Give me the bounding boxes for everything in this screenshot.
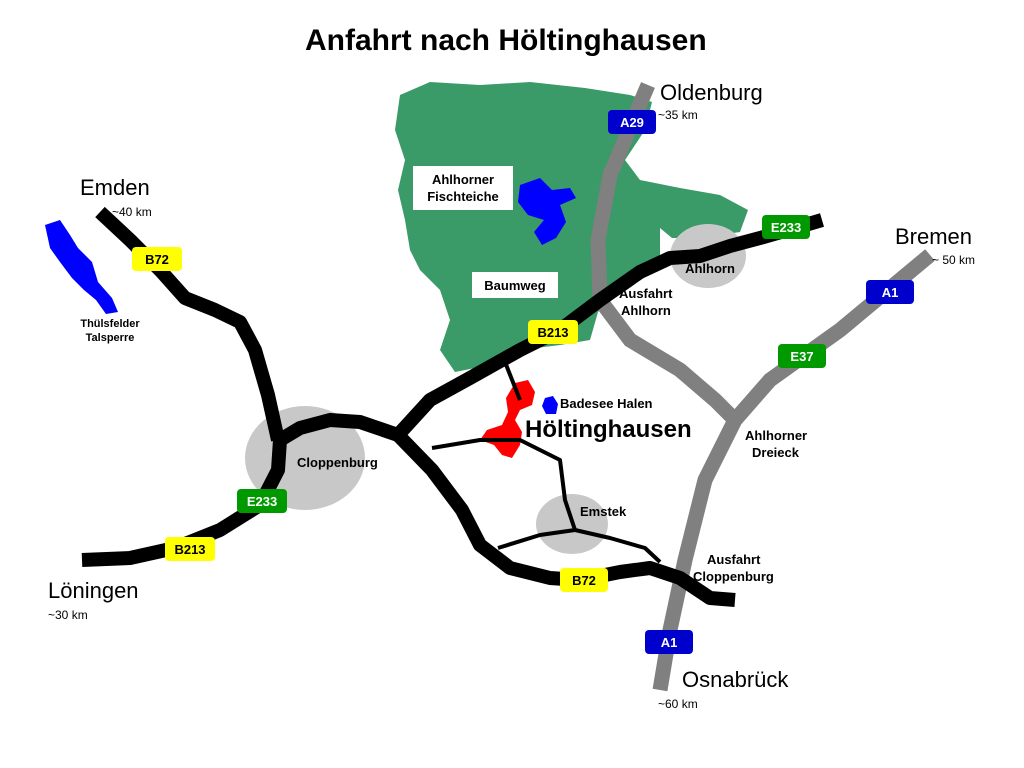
forest-area <box>395 82 748 372</box>
distance-oldenburg: ~35 km <box>658 108 698 122</box>
shield-e37: E37 <box>778 344 826 368</box>
baumweg-label-box <box>472 272 558 298</box>
svg-text:B72: B72 <box>572 573 596 588</box>
shield-b213-mid: B213 <box>528 320 578 344</box>
distance-bremen: ~ 50 km <box>932 253 975 267</box>
label-hoeltinghausen: Höltinghausen <box>525 416 692 443</box>
destination-bremen: Bremen <box>895 224 972 249</box>
destination-oldenburg: Oldenburg <box>660 80 763 105</box>
fischteiche-label-box <box>413 166 513 210</box>
motorway-a29 <box>590 82 741 426</box>
svg-text:A29: A29 <box>620 115 644 130</box>
label-ahlhorner-fischteiche-2: Fischteiche <box>427 189 499 204</box>
fischteiche-water <box>518 178 576 245</box>
distance-loeningen: ~30 km <box>48 608 88 622</box>
shield-e233-top: E233 <box>762 215 810 239</box>
svg-text:E233: E233 <box>771 220 801 235</box>
destination-loeningen: Löningen <box>48 578 139 603</box>
svg-text:A1: A1 <box>882 285 899 300</box>
svg-text:B213: B213 <box>174 542 205 557</box>
shield-e233-left: E233 <box>237 489 287 513</box>
map-title: Anfahrt nach Höltinghausen <box>305 24 707 57</box>
label-thuelsfelder-1: Thülsfelder <box>80 318 140 330</box>
label-ahlhorner-dreieck-1: Ahlhorner <box>745 428 807 443</box>
thuelsfelder-talsperre-water <box>45 220 118 314</box>
label-ausfahrt-cloppenburg-2: Cloppenburg <box>693 569 774 584</box>
road-e233-b213-main <box>81 213 824 567</box>
label-ausfahrt-cloppenburg-1: Ausfahrt <box>707 552 761 567</box>
motorway-a1 <box>652 249 935 692</box>
label-thuelsfelder-2: Talsperre <box>86 332 135 344</box>
distance-emden: ~40 km <box>112 205 152 219</box>
svg-text:E37: E37 <box>790 349 813 364</box>
label-cloppenburg: Cloppenburg <box>297 455 378 470</box>
destination-osnabrueck: Osnabrück <box>682 667 789 692</box>
label-ahlhorner-fischteiche-1: Ahlhorner <box>432 172 494 187</box>
shield-a1-bottom: A1 <box>645 630 693 654</box>
label-ahlhorner-dreieck-2: Dreieck <box>752 445 800 460</box>
label-emstek: Emstek <box>580 504 627 519</box>
label-ausfahrt-ahlhorn-2: Ahlhorn <box>621 303 671 318</box>
shield-a1-top: A1 <box>866 280 914 304</box>
shield-b72-top: B72 <box>132 247 182 271</box>
svg-text:B213: B213 <box>537 325 568 340</box>
distance-osnabrueck: ~60 km <box>658 697 698 711</box>
local-roads <box>431 361 662 564</box>
svg-text:B72: B72 <box>145 252 169 267</box>
destination-emden: Emden <box>80 175 150 200</box>
shield-b213-left: B213 <box>165 537 215 561</box>
label-baumweg: Baumweg <box>484 278 545 293</box>
svg-text:E233: E233 <box>247 494 277 509</box>
label-ahlhorn: Ahlhorn <box>685 261 735 276</box>
svg-text:A1: A1 <box>661 635 678 650</box>
shield-b72-bottom: B72 <box>560 568 608 592</box>
label-badesee-halen: Badesee Halen <box>560 396 653 411</box>
shield-a29: A29 <box>608 110 656 134</box>
label-ausfahrt-ahlhorn-1: Ausfahrt <box>619 286 673 301</box>
badesee-water <box>542 396 558 414</box>
